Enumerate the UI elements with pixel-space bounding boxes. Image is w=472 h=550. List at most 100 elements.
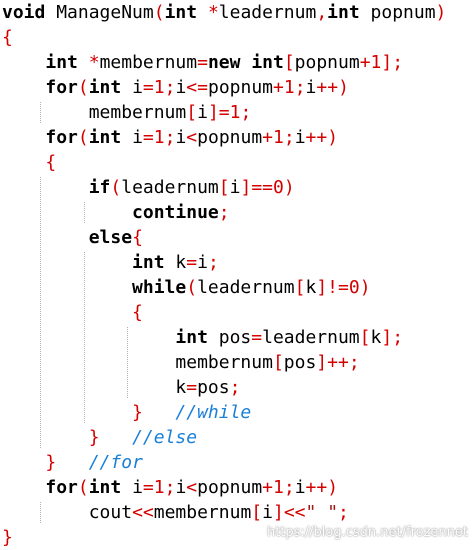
code-token-id: i xyxy=(197,252,208,273)
code-token-id xyxy=(2,502,89,523)
code-token-op: ; xyxy=(240,102,252,123)
code-token-br: { xyxy=(132,227,143,248)
code-token-op: ; xyxy=(392,327,404,348)
code-token-id: i xyxy=(294,127,306,148)
code-token-op: = xyxy=(142,77,154,98)
code-token-op: = xyxy=(186,252,198,273)
code-token-br: ) xyxy=(327,127,339,148)
code-token-id: popnum xyxy=(294,52,360,73)
code-token-id xyxy=(2,277,132,298)
code-token-num: 1 xyxy=(273,477,284,498)
code-token-br: [ xyxy=(272,352,284,373)
code-token-kw: int xyxy=(164,2,198,23)
code-token-id xyxy=(2,102,89,123)
code-line: } //for xyxy=(2,450,143,475)
code-token-op: * xyxy=(207,2,219,23)
code-token-id: leadernum xyxy=(121,177,219,198)
code-line: k=pos; xyxy=(2,375,240,400)
code-line: { xyxy=(2,25,13,50)
code-token-id xyxy=(2,77,45,98)
code-token-id: k xyxy=(370,327,382,348)
code-token-id: membernum xyxy=(175,352,273,373)
code-token-op: ; xyxy=(218,202,230,223)
code-line: } xyxy=(2,525,13,550)
code-token-kw: continue xyxy=(132,202,219,223)
code-token-kw: int xyxy=(132,252,165,273)
code-token-cm: //for xyxy=(88,452,143,473)
code-token-id xyxy=(2,177,89,198)
code-token-id: i xyxy=(175,127,187,148)
code-token-id: i xyxy=(305,77,317,98)
code-token-kw: new xyxy=(207,52,241,73)
code-token-id: i xyxy=(262,502,273,523)
code-token-op: = xyxy=(186,377,198,398)
code-token-id: i xyxy=(175,477,187,498)
code-token-op: ; xyxy=(207,252,219,273)
code-token-id xyxy=(2,352,175,373)
code-token-br: { xyxy=(45,152,57,173)
code-token-br: ] xyxy=(316,277,328,298)
code-line: int k=i; xyxy=(2,250,219,275)
code-token-br: { xyxy=(132,302,143,323)
code-token-op: ; xyxy=(338,502,349,523)
code-token-br: ( xyxy=(77,77,89,98)
code-token-id: membernum xyxy=(88,102,187,123)
code-token-kw: while xyxy=(132,277,187,298)
code-token-br: [ xyxy=(283,52,295,73)
indent-guide xyxy=(84,202,85,223)
code-token-op: << xyxy=(283,502,306,523)
code-token-id xyxy=(78,52,89,73)
code-token-id: cout xyxy=(88,502,133,523)
code-token-num: 1 xyxy=(370,52,382,73)
indent-guide xyxy=(40,102,41,123)
code-token-op: ++ xyxy=(305,127,328,148)
code-token-id: popnum xyxy=(197,127,263,148)
code-token-id: membernum xyxy=(153,502,252,523)
code-token-br: ] xyxy=(240,177,252,198)
code-token-br: ( xyxy=(110,177,122,198)
code-token-id xyxy=(100,427,133,448)
code-token-id xyxy=(2,127,45,148)
code-token-num: 0 xyxy=(273,177,284,198)
code-token-kw: int xyxy=(251,52,284,73)
code-line: int *membernum=new int[popnum+1]; xyxy=(2,50,403,75)
code-token-id: i xyxy=(121,77,143,98)
code-token-br: ( xyxy=(153,2,165,23)
code-token-br: ( xyxy=(186,277,198,298)
code-token-op: + xyxy=(359,52,371,73)
code-token-br: ) xyxy=(435,2,447,23)
code-token-id xyxy=(197,2,208,23)
code-token-kw: int xyxy=(327,2,360,23)
code-token-op: ++ xyxy=(327,352,349,373)
code-token-id: popnum xyxy=(197,477,263,498)
code-token-op: ; xyxy=(164,477,176,498)
code-token-kw: for xyxy=(45,477,78,498)
code-token-op: = xyxy=(142,477,154,498)
code-token-num: 1 xyxy=(229,102,241,123)
code-token-id xyxy=(2,327,175,348)
code-token-id: k xyxy=(175,377,187,398)
code-token-id xyxy=(240,52,251,73)
code-token-id: i xyxy=(121,127,143,148)
code-token-op: , xyxy=(316,2,328,23)
code-token-num: 1 xyxy=(273,127,284,148)
code-token-kw: for xyxy=(45,77,78,98)
code-token-id xyxy=(143,402,176,423)
code-token-br: ] xyxy=(381,327,393,348)
code-line: membernum[pos]++; xyxy=(2,350,359,375)
code-token-num: 0 xyxy=(348,277,360,298)
code-token-id: leadernum xyxy=(197,277,295,298)
code-token-id xyxy=(2,152,45,173)
code-token-kw: if xyxy=(88,177,111,198)
code-token-num: 1 xyxy=(153,127,165,148)
code-token-br: } xyxy=(2,527,13,548)
code-token-kw: else xyxy=(88,227,133,248)
code-line: for(int i=1;i<popnum+1;i++) xyxy=(2,125,338,150)
code-line: membernum[i]=1; xyxy=(2,100,252,125)
code-token-op: + xyxy=(273,77,284,98)
code-token-id xyxy=(2,477,45,498)
code-line: continue; xyxy=(2,200,230,225)
code-token-br: } xyxy=(88,427,100,448)
code-token-op: == xyxy=(251,177,273,198)
